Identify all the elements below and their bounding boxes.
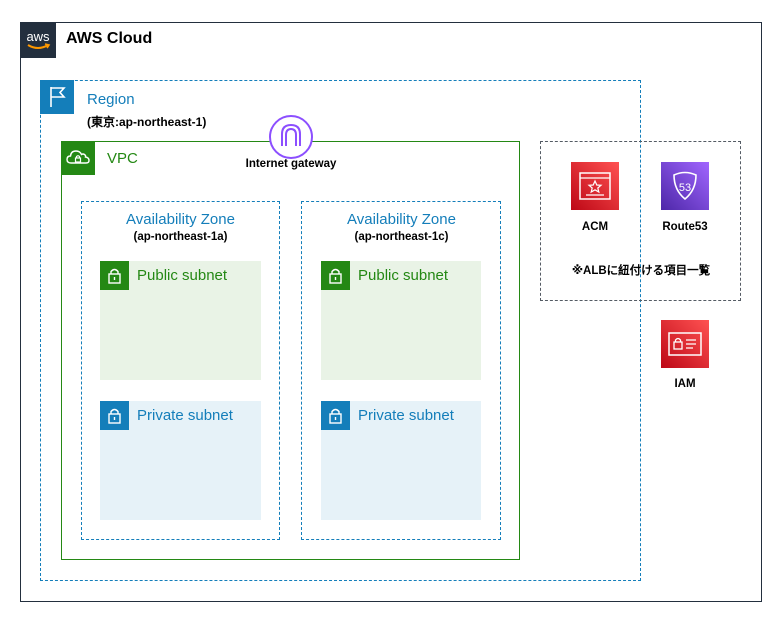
internet-gateway-label: Internet gateway [245,158,337,170]
padlock-icon [100,401,129,430]
iam-label: IAM [674,378,696,390]
svg-text:aws: aws [26,29,50,44]
route53-label: Route53 [662,221,708,233]
az-title: Availability Zone [126,211,235,228]
region-title: Region [87,91,135,108]
padlock-icon [100,261,129,290]
alb-services-group [540,141,741,301]
padlock-icon [321,401,350,430]
internet-gateway-icon [268,114,314,160]
id-card-icon [661,320,709,368]
public-subnet-label: Public subnet [358,267,449,284]
cloud-lock-icon [61,141,95,175]
private-subnet-label: Private subnet [358,407,454,424]
vpc-title: VPC [107,150,138,167]
aws-logo-icon: aws [20,22,56,58]
private-subnet-label: Private subnet [137,407,233,424]
alb-note: ※ALBに紐付ける項目一覧 [571,265,711,277]
az-title: Availability Zone [347,211,456,228]
route53-shield-icon: 53 [661,162,709,210]
svg-text:53: 53 [679,182,691,194]
az-subtitle: (ap-northeast-1a) [133,231,228,243]
padlock-icon [321,261,350,290]
region-subtitle: (東京:ap-northeast-1) [87,115,207,129]
az-subtitle: (ap-northeast-1c) [354,231,449,243]
public-subnet-label: Public subnet [137,267,228,284]
acm-label: ACM [581,221,609,233]
aws-cloud-group [20,22,762,602]
availability-zone-1a [81,201,280,540]
flag-icon [40,80,74,114]
region-group [40,80,641,581]
certificate-manager-icon [571,162,619,210]
aws-cloud-title: AWS Cloud [66,30,153,47]
availability-zone-1c [301,201,501,540]
